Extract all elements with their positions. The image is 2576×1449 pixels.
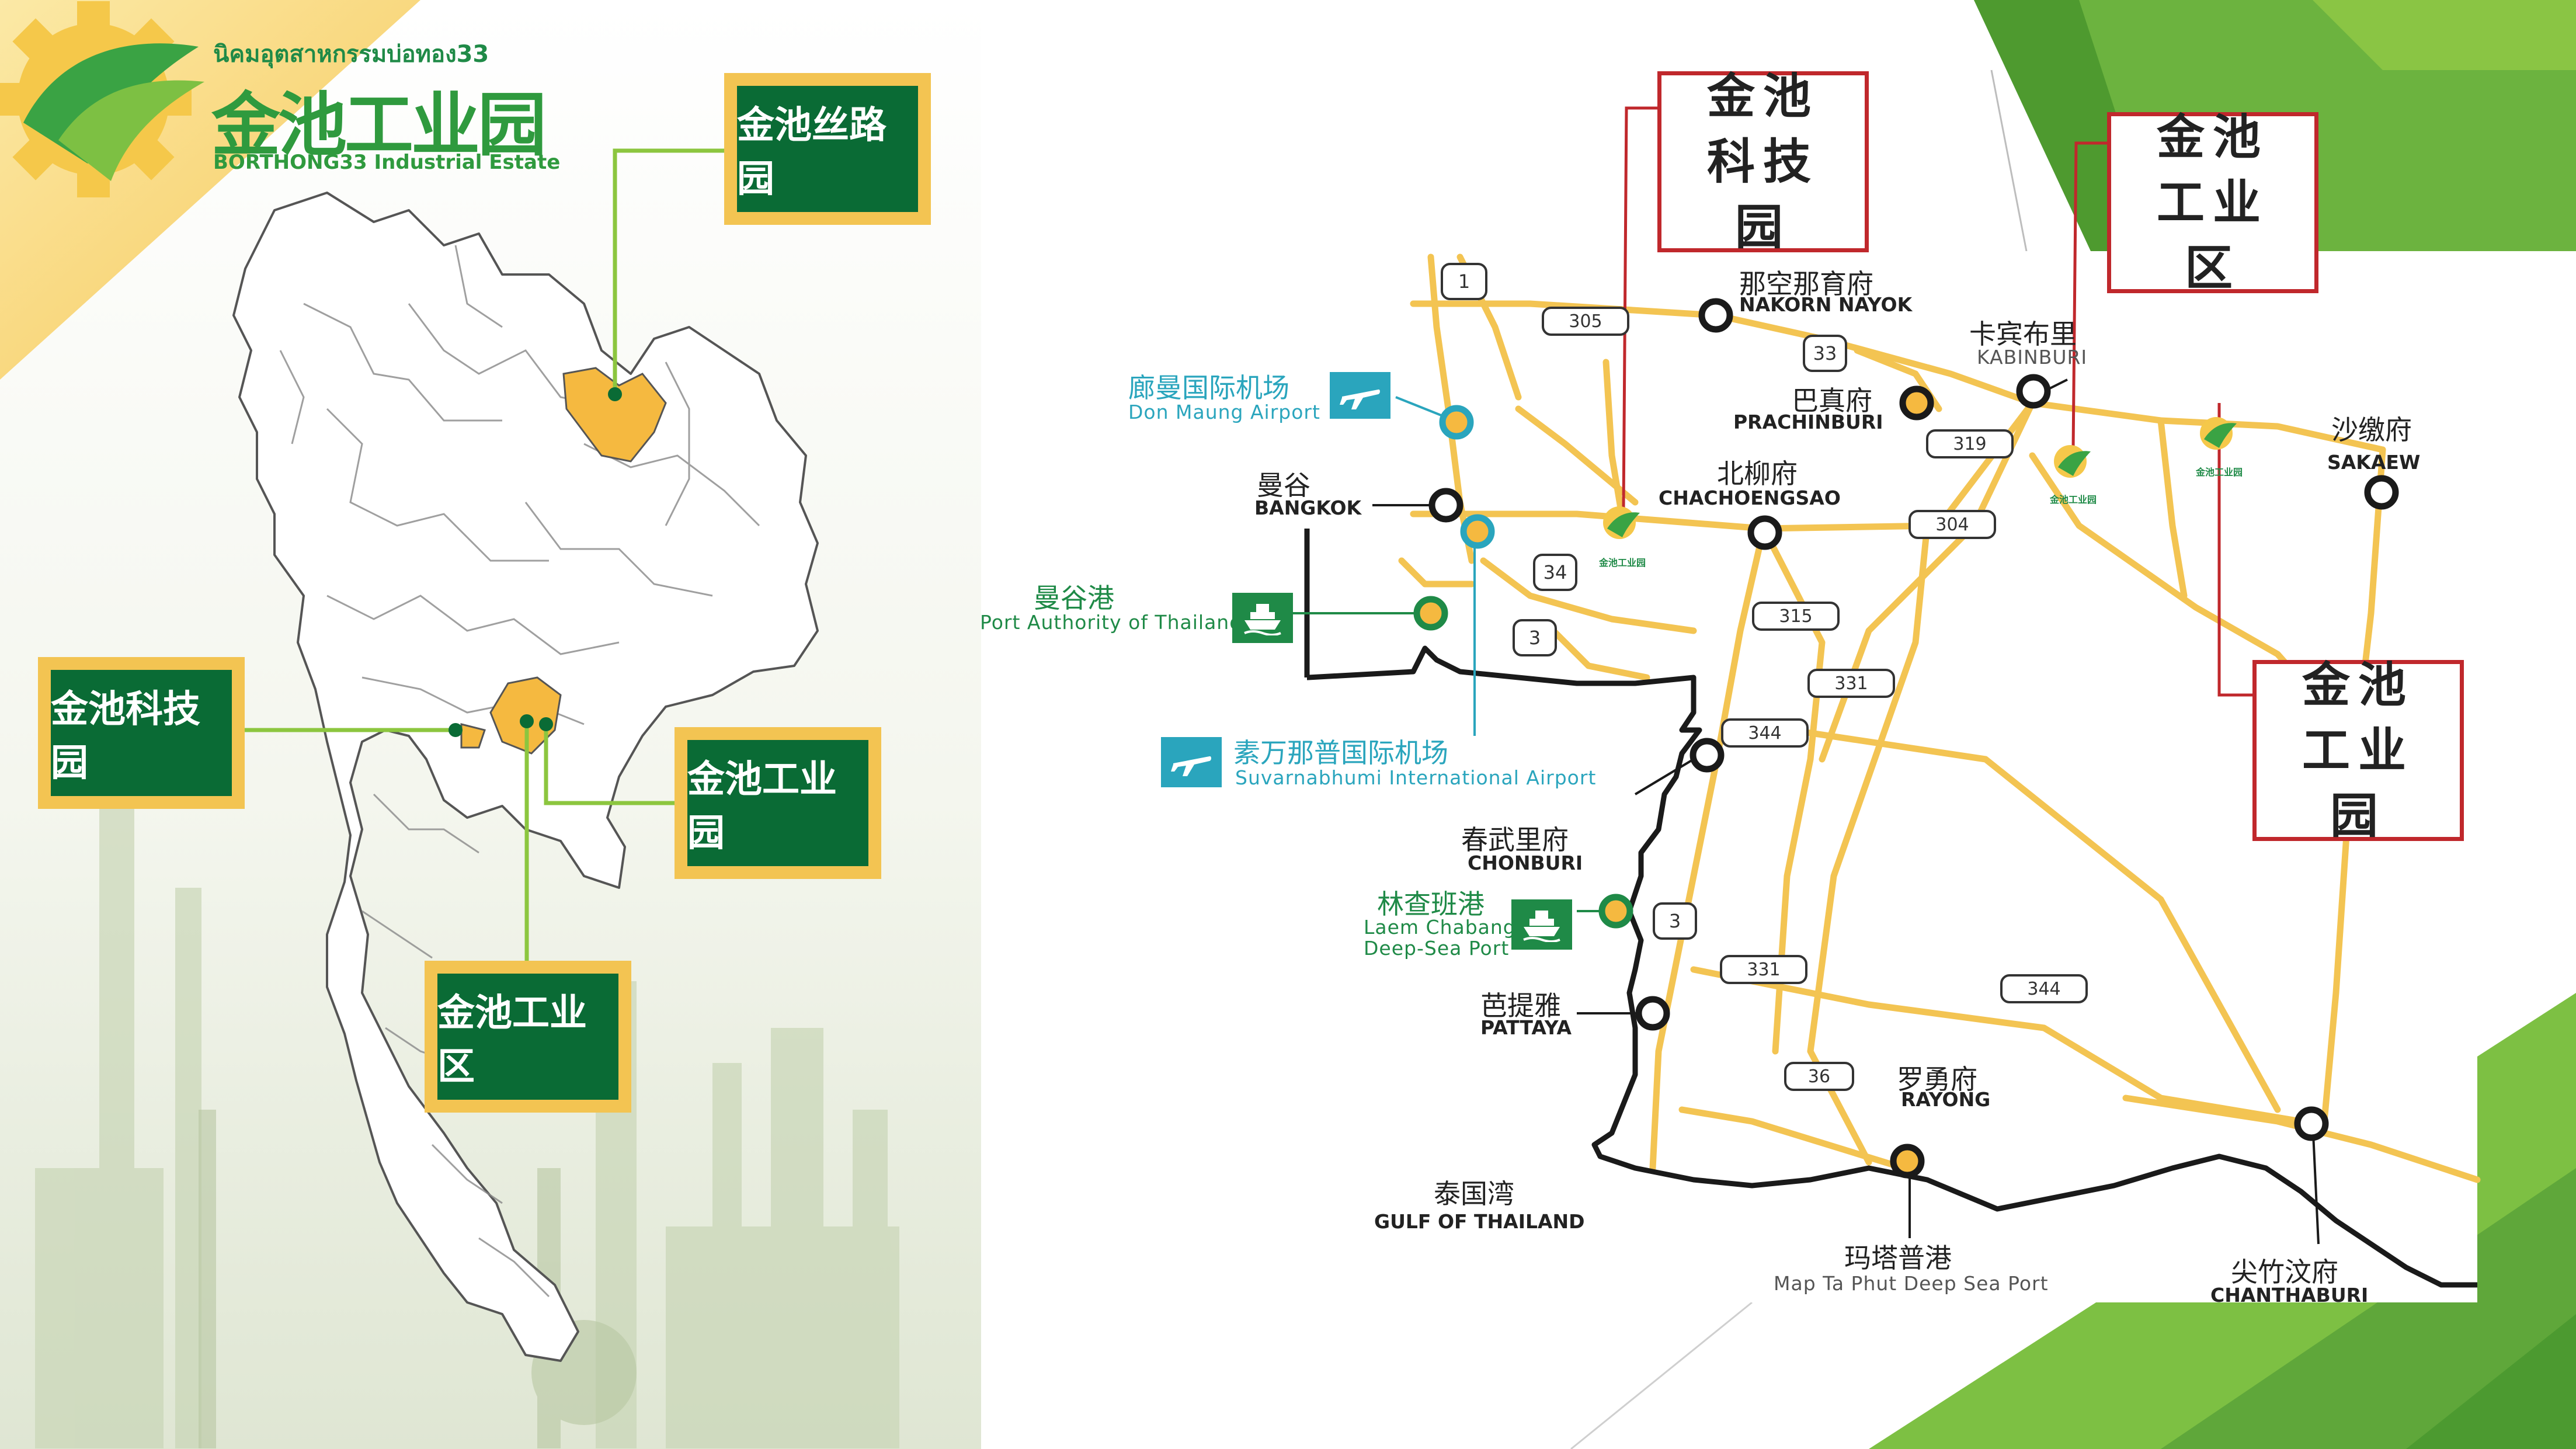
city-en-chachoengsao: CHACHOENGSAO <box>1659 487 1841 509</box>
facility-cn-bangkok-port: 曼谷港 <box>1034 582 1114 614</box>
route-shield-36: 36 <box>1784 1062 1854 1091</box>
callout-tech-park: 金池科技园 <box>38 657 245 809</box>
estate-marker-zone <box>2054 445 2091 478</box>
red-callout-tech-park: 金池科技园 <box>1657 68 1869 255</box>
logo-chinese-name: 金池工业园 <box>211 85 547 165</box>
city-cn-chachoengsao: 北柳府 <box>1717 458 1798 489</box>
city-en-prachinburi: PRACHINBURI <box>1733 411 1883 433</box>
city-en-chonburi: CHONBURI <box>1468 852 1583 874</box>
route-shield-344b: 344 <box>2000 974 2088 1003</box>
red-callout-industrial-zone: 金池工业区 <box>2107 109 2318 296</box>
red-callout-industrial-park: 金池工业园 <box>2252 657 2464 844</box>
route-shield-319: 319 <box>1926 429 2014 458</box>
estate-marker-tech <box>1603 506 1640 539</box>
route-shield-3: 3 <box>1513 619 1557 656</box>
highlight-province-central <box>460 723 486 749</box>
route-shield-34: 34 <box>1533 554 1577 591</box>
estate-marker-label-3: 金池工业园 <box>2195 467 2243 478</box>
city-cn-chanthaburi: 尖竹汶府 <box>2231 1256 2338 1288</box>
estate-marker-park <box>2200 417 2237 450</box>
city-en-chanthaburi: CHANTHABURI <box>2210 1284 2369 1306</box>
facility-cn-laem-chabang: 林查班港 <box>1377 888 1485 920</box>
route-shield-304: 304 <box>1908 510 1996 539</box>
city-en-kabinburi: KABINBURI <box>1977 346 2088 369</box>
facility-en-map-ta-phut: Map Ta Phut Deep Sea Port <box>1774 1272 2049 1295</box>
facility-en-laem-chabang: Laem Chabang <box>1364 916 1516 939</box>
route-shield-305: 305 <box>1542 307 1629 336</box>
city-cn-nakorn-nayok: 那空那育府 <box>1739 268 1873 300</box>
airplane-icon <box>1330 372 1390 419</box>
facility-cn-suvarnabhumi: 素万那普国际机场 <box>1233 737 1448 769</box>
city-cn-prachinburi: 巴真府 <box>1792 385 1872 416</box>
route-shield-331: 331 <box>1807 669 1895 698</box>
city-cn-bangkok: 曼谷 <box>1257 470 1310 501</box>
city-cn-pattaya: 芭提雅 <box>1480 990 1561 1021</box>
facility-en-suvarnabhumi: Suvarnabhumi International Airport <box>1235 766 1597 789</box>
facility-cn-don-mueang: 廊曼国际机场 <box>1128 372 1289 404</box>
city-en-rayong: RAYONG <box>1901 1088 1991 1111</box>
facility-en2-laem-chabang: Deep-Sea Port <box>1364 937 1510 960</box>
estate-marker-label-2: 金池工业园 <box>2049 494 2097 505</box>
city-cn-sakaew: 沙缴府 <box>2331 414 2412 446</box>
city-en-nakorn-nayok: NAKORN NAYOK <box>1739 293 1913 316</box>
thailand-map <box>232 148 819 1362</box>
city-en-gulf: GULF OF THAILAND <box>1374 1210 1585 1233</box>
facility-cn-map-ta-phut: 玛塔普港 <box>1844 1242 1952 1274</box>
city-cn-chonburi: 春武里府 <box>1461 824 1569 856</box>
city-cn-rayong: 罗勇府 <box>1897 1064 1977 1095</box>
route-shield-3b: 3 <box>1653 902 1697 940</box>
city-en-bangkok: BANGKOK <box>1254 496 1362 519</box>
route-shield-33: 33 <box>1803 335 1847 372</box>
gear-logo-icon <box>0 1 204 197</box>
highlight-province-north <box>562 367 667 463</box>
city-cn-gulf: 泰国湾 <box>1434 1178 1514 1210</box>
facility-en-bangkok-port: Port Authority of Thailand <box>980 611 1243 634</box>
city-en-sakaew: SAKAEW <box>2327 451 2421 474</box>
callout-silk-road-park: 金池丝路园 <box>724 73 931 225</box>
airplane-icon <box>1161 737 1222 787</box>
logo-thai-name: นิคมอุตสาหกรรมบ่อทอง33 <box>213 41 489 68</box>
route-shield-1: 1 <box>1441 263 1487 300</box>
ship-icon <box>1232 593 1293 643</box>
facility-en-don-mueang: Don Maung Airport <box>1128 401 1320 423</box>
city-cn-kabinburi: 卡宾布里 <box>1969 318 2077 350</box>
city-en-pattaya: PATTAYA <box>1480 1016 1572 1039</box>
callout-industrial-park: 金池工业园 <box>675 727 881 879</box>
logo-english-name: BORTHONG33 Industrial Estate <box>213 151 561 174</box>
ship-icon <box>1511 899 1572 950</box>
estate-marker-label-1: 金池工业园 <box>1598 557 1646 568</box>
callout-industrial-zone: 金池工业区 <box>425 961 631 1113</box>
route-shield-344: 344 <box>1721 718 1809 748</box>
route-shield-331b: 331 <box>1720 955 1807 984</box>
route-shield-315: 315 <box>1752 602 1840 631</box>
